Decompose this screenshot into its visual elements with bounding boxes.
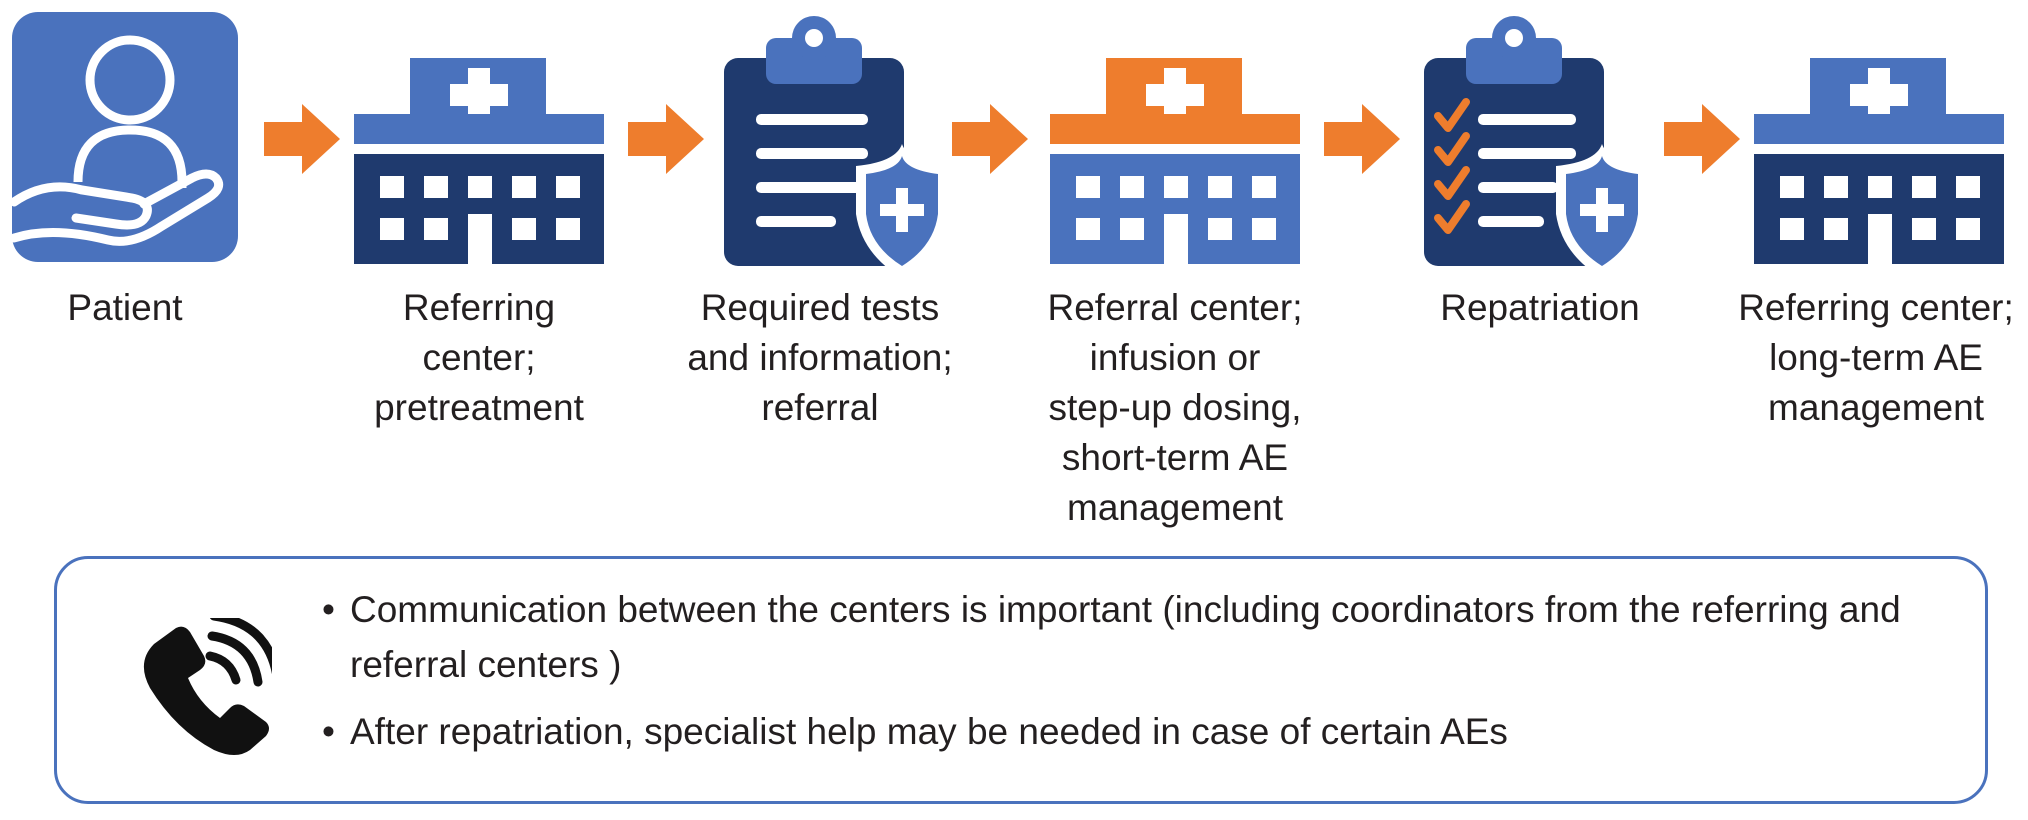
step-label-referring-center: Referring center; pretreatment [374,287,584,428]
notes-box [54,556,1988,804]
arrow-right-icon [1664,104,1740,174]
arrow-right-icon [1324,104,1400,174]
arrow-right-icon [264,104,340,174]
patient-hand-icon [9,12,238,262]
step-label-required-tests: Required tests and information; referral [687,287,953,428]
step-label-referral-center: Referral center; infusion or step-up dos… [1047,287,1303,528]
step-label-referring-center-long-term: Referring center; long-term AE managemen… [1738,287,2014,428]
hospital-orange-icon [1050,58,1300,264]
checklist-shield-icon [1424,16,1646,278]
step-label-patient: Patient [67,287,183,328]
hospital-icon [1754,58,2004,264]
note-item: Communication between the centers is imp… [322,582,1962,692]
step-label-repatriation: Repatriation [1440,287,1640,328]
arrow-right-icon [628,104,704,174]
note-item: After repatriation, specialist help may … [322,704,1962,759]
clipboard-shield-icon [724,16,946,278]
hospital-icon [354,58,604,264]
arrow-right-icon [952,104,1028,174]
notes-list: Communication between the centers is imp… [322,582,1962,771]
phone-icon [143,618,272,755]
